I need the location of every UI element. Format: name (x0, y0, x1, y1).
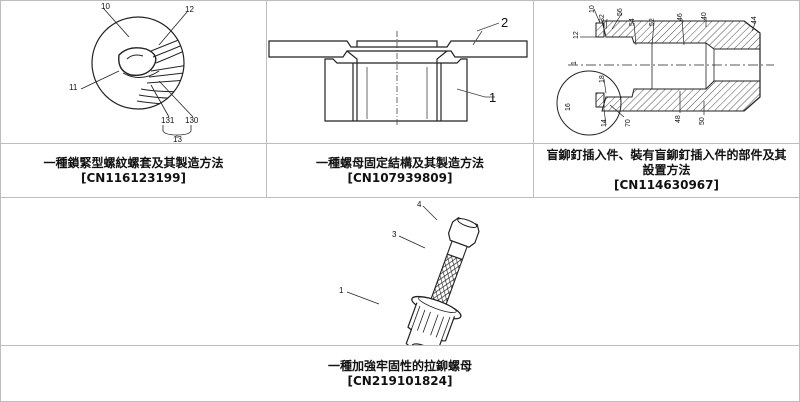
label-131: 131 (161, 116, 175, 125)
label-14: 14 (601, 119, 608, 127)
patent-2-number: [CN107939809] (348, 171, 453, 186)
label-10: 10 (101, 2, 110, 11)
patent-3-title-line1: 盲鉚釘插入件、裝有盲鉚釘插入件的部件及其 (546, 148, 786, 163)
label-32: 32 (599, 14, 606, 22)
label-56: 56 (617, 8, 624, 16)
label-18: 18 (599, 75, 606, 83)
label-12: 12 (185, 5, 194, 14)
label-44: 44 (751, 16, 758, 24)
label-48: 48 (675, 115, 682, 123)
patent-1-figure: 10 12 11 131 130 13 (1, 1, 266, 143)
label-70: 70 (625, 119, 632, 127)
label-11: 11 (69, 83, 78, 92)
patent-3-number: [CN114630967] (614, 178, 719, 193)
patent-4-title: 一種加強牢固性的拉鉚螺母 (328, 359, 472, 374)
patent-1-number: [CN116123199] (81, 171, 186, 186)
label-1: 1 (571, 61, 578, 65)
patent-4-caption: 一種加強牢固性的拉鉚螺母 [CN219101824] (1, 346, 799, 401)
patent-2-figure: 2 1 (267, 1, 533, 143)
patent-3-title-line2: 設置方法 (642, 163, 690, 178)
patent-2-caption: 一種螺母固定結構及其製造方法 [CN107939809] (267, 144, 533, 197)
label-40: 40 (701, 12, 708, 20)
patent-4-figure: 4 3 1 (1, 198, 799, 345)
label-3: 3 (392, 230, 397, 239)
label-50: 50 (699, 117, 706, 125)
label-54: 54 (629, 18, 636, 26)
label-1: 1 (489, 90, 496, 105)
patent-3-figure: 10 32 56 54 52 46 40 44 12 1 18 16 14 70… (534, 1, 799, 143)
label-13: 13 (173, 135, 182, 143)
patent-1-title: 一種鎖緊型螺紋螺套及其製造方法 (43, 156, 223, 171)
label-12: 12 (573, 31, 580, 39)
patent-3-caption: 盲鉚釘插入件、裝有盲鉚釘插入件的部件及其 設置方法 [CN114630967] (534, 144, 799, 197)
label-2: 2 (501, 15, 508, 30)
label-10: 10 (589, 5, 596, 13)
patent-4-number: [CN219101824] (348, 374, 453, 389)
label-1: 1 (339, 286, 344, 295)
label-16: 16 (565, 103, 572, 111)
label-52: 52 (649, 18, 656, 26)
label-46: 46 (677, 13, 684, 21)
patent-1-caption: 一種鎖緊型螺紋螺套及其製造方法 [CN116123199] (1, 144, 266, 197)
label-130: 130 (185, 116, 199, 125)
label-4: 4 (417, 200, 422, 209)
patent-2-title: 一種螺母固定結構及其製造方法 (316, 156, 484, 171)
